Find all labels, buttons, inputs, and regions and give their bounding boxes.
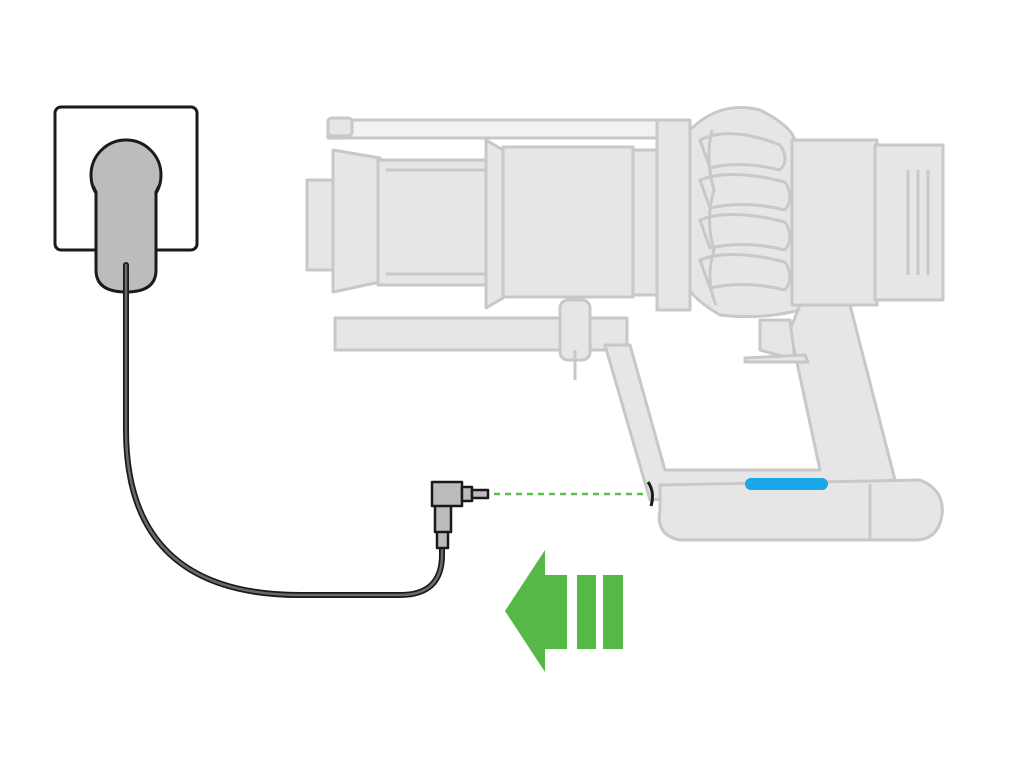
charging-cable — [123, 262, 445, 598]
charging-port — [646, 481, 654, 507]
dc-connector-icon — [430, 480, 490, 550]
charge-indicator-light — [745, 478, 828, 490]
charger-plug-icon — [89, 138, 163, 294]
handheld-vacuum-icon — [305, 106, 945, 542]
insert-arrow-icon — [505, 550, 623, 672]
